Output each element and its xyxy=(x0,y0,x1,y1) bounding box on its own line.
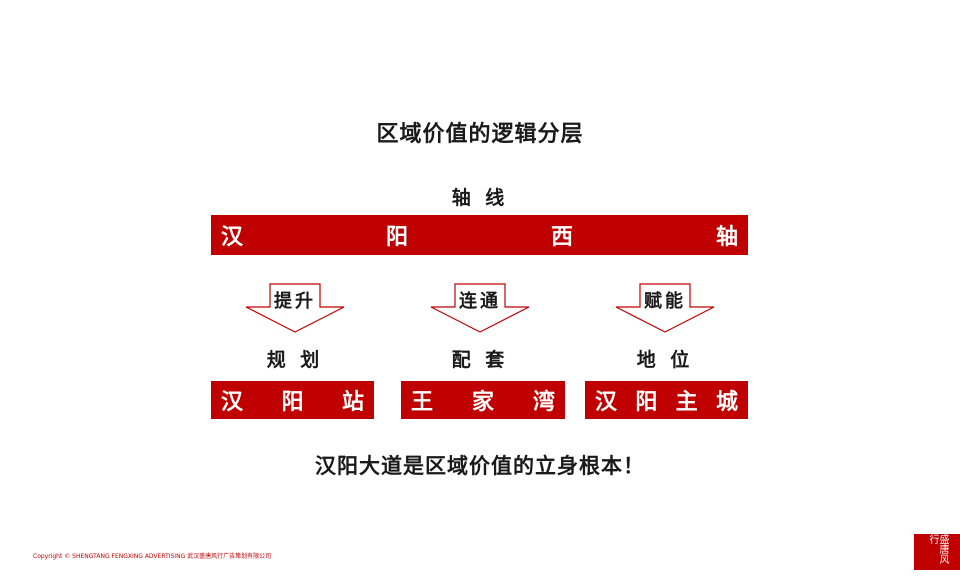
bar-char: 站 xyxy=(341,390,364,415)
bar-wangjiawan: 王 家 湾 xyxy=(401,381,565,419)
conclusion-text: 汉阳大道是区域价值的立身根本！ xyxy=(315,454,645,478)
bar-char: 湾 xyxy=(532,390,555,415)
bar-char: 城 xyxy=(715,390,738,415)
bar-char: 阳 xyxy=(635,390,658,415)
axis-label: 轴 线 xyxy=(451,187,509,209)
bar-char: 主 xyxy=(675,390,698,415)
bar-hanyang-main-city: 汉 阳 主 城 xyxy=(585,381,748,419)
bar-char: 阳 xyxy=(281,390,304,415)
arrow-label-connect: 连通 xyxy=(459,291,501,312)
axis-bar-hanyang-west-axis: 汉 阳 西 轴 xyxy=(211,215,748,255)
column-label-facilities: 配 套 xyxy=(451,349,509,371)
bar-char: 汉 xyxy=(221,390,244,415)
axis-bar-char: 西 xyxy=(550,225,573,250)
company-logo: 盛唐风行 xyxy=(914,534,960,570)
column-label-status: 地 位 xyxy=(636,349,694,371)
slide-title: 区域价值的逻辑分层 xyxy=(376,122,584,147)
axis-bar-char: 阳 xyxy=(385,225,408,250)
arrow-label-upgrade: 提升 xyxy=(274,291,316,312)
down-arrow-icon xyxy=(615,283,715,333)
bar-char: 汉 xyxy=(595,390,618,415)
bar-hanyang-station: 汉 阳 站 xyxy=(211,381,374,419)
axis-bar-char: 轴 xyxy=(715,225,738,250)
axis-bar-char: 汉 xyxy=(221,225,244,250)
bar-char: 王 xyxy=(411,390,434,415)
down-arrow-icon xyxy=(430,283,530,333)
column-label-planning: 规 划 xyxy=(266,349,324,371)
copyright-footer: Copyright © SHENGTANG FENGXING ADVERTISI… xyxy=(33,553,272,560)
arrow-label-empower: 赋能 xyxy=(644,291,686,312)
bar-char: 家 xyxy=(471,390,494,415)
logo-text: 盛唐风行 xyxy=(927,534,948,564)
down-arrow-icon xyxy=(245,283,345,333)
